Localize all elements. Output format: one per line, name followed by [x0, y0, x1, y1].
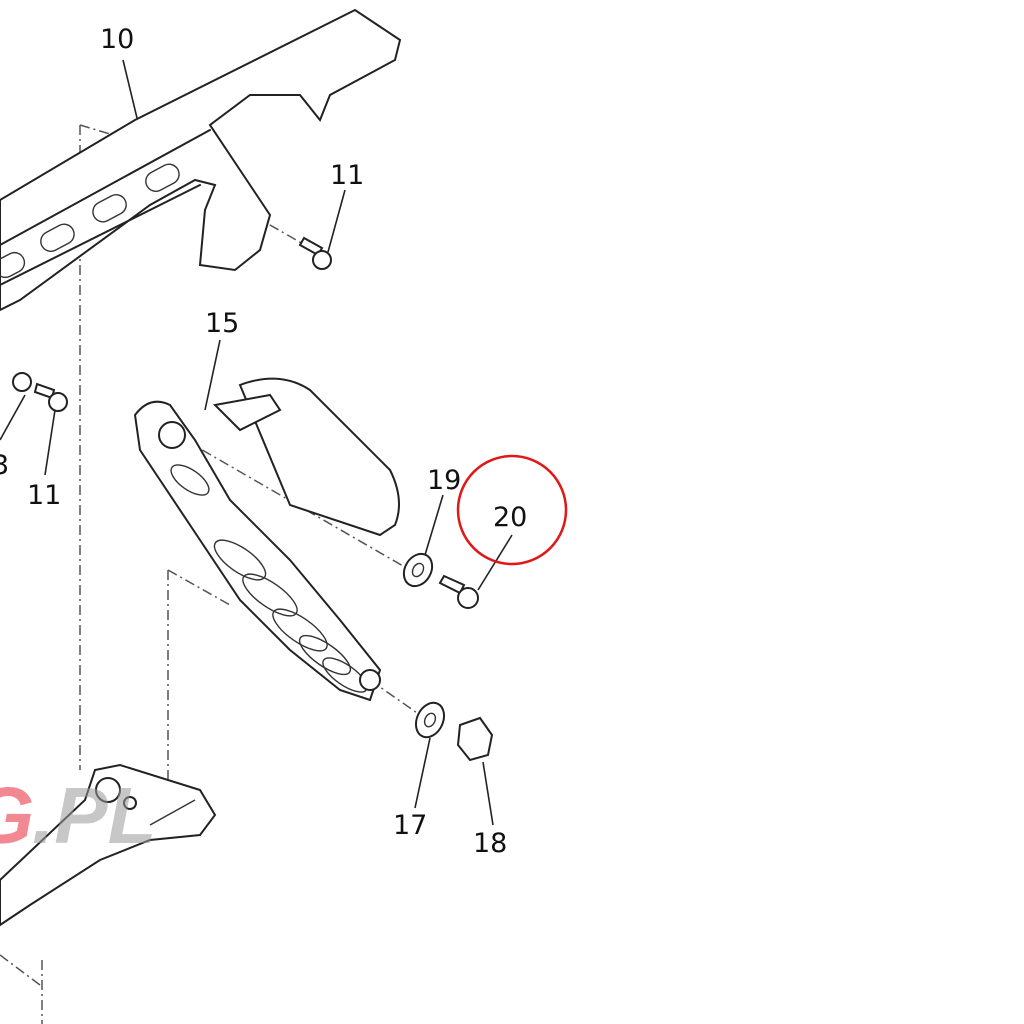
- washer-19: [402, 552, 434, 588]
- nut-18: [456, 716, 494, 762]
- label-10: 10: [100, 24, 135, 55]
- shock-absorber-part: [133, 377, 400, 702]
- label-17: 17: [393, 810, 428, 841]
- label-15: 15: [205, 308, 240, 339]
- chain-case-part: [0, 8, 402, 312]
- watermark-red: G: [0, 776, 34, 856]
- label-11-upper: 11: [330, 160, 365, 191]
- bolt-11-upper: [298, 236, 332, 270]
- highlight-circle: [456, 454, 568, 566]
- bolt-20: [438, 574, 479, 609]
- washer-17: [414, 701, 446, 739]
- swingarm-bracket: [0, 763, 217, 927]
- label-19: 19: [427, 465, 462, 496]
- label-20: 20: [493, 502, 528, 533]
- leader-lines: [0, 59, 513, 826]
- label-11-left: 11: [27, 480, 62, 511]
- label-3-partial: 3: [0, 450, 10, 481]
- watermark-gray: .PL: [32, 771, 157, 860]
- label-18: 18: [473, 828, 508, 859]
- bolt-11-left: [12, 372, 68, 412]
